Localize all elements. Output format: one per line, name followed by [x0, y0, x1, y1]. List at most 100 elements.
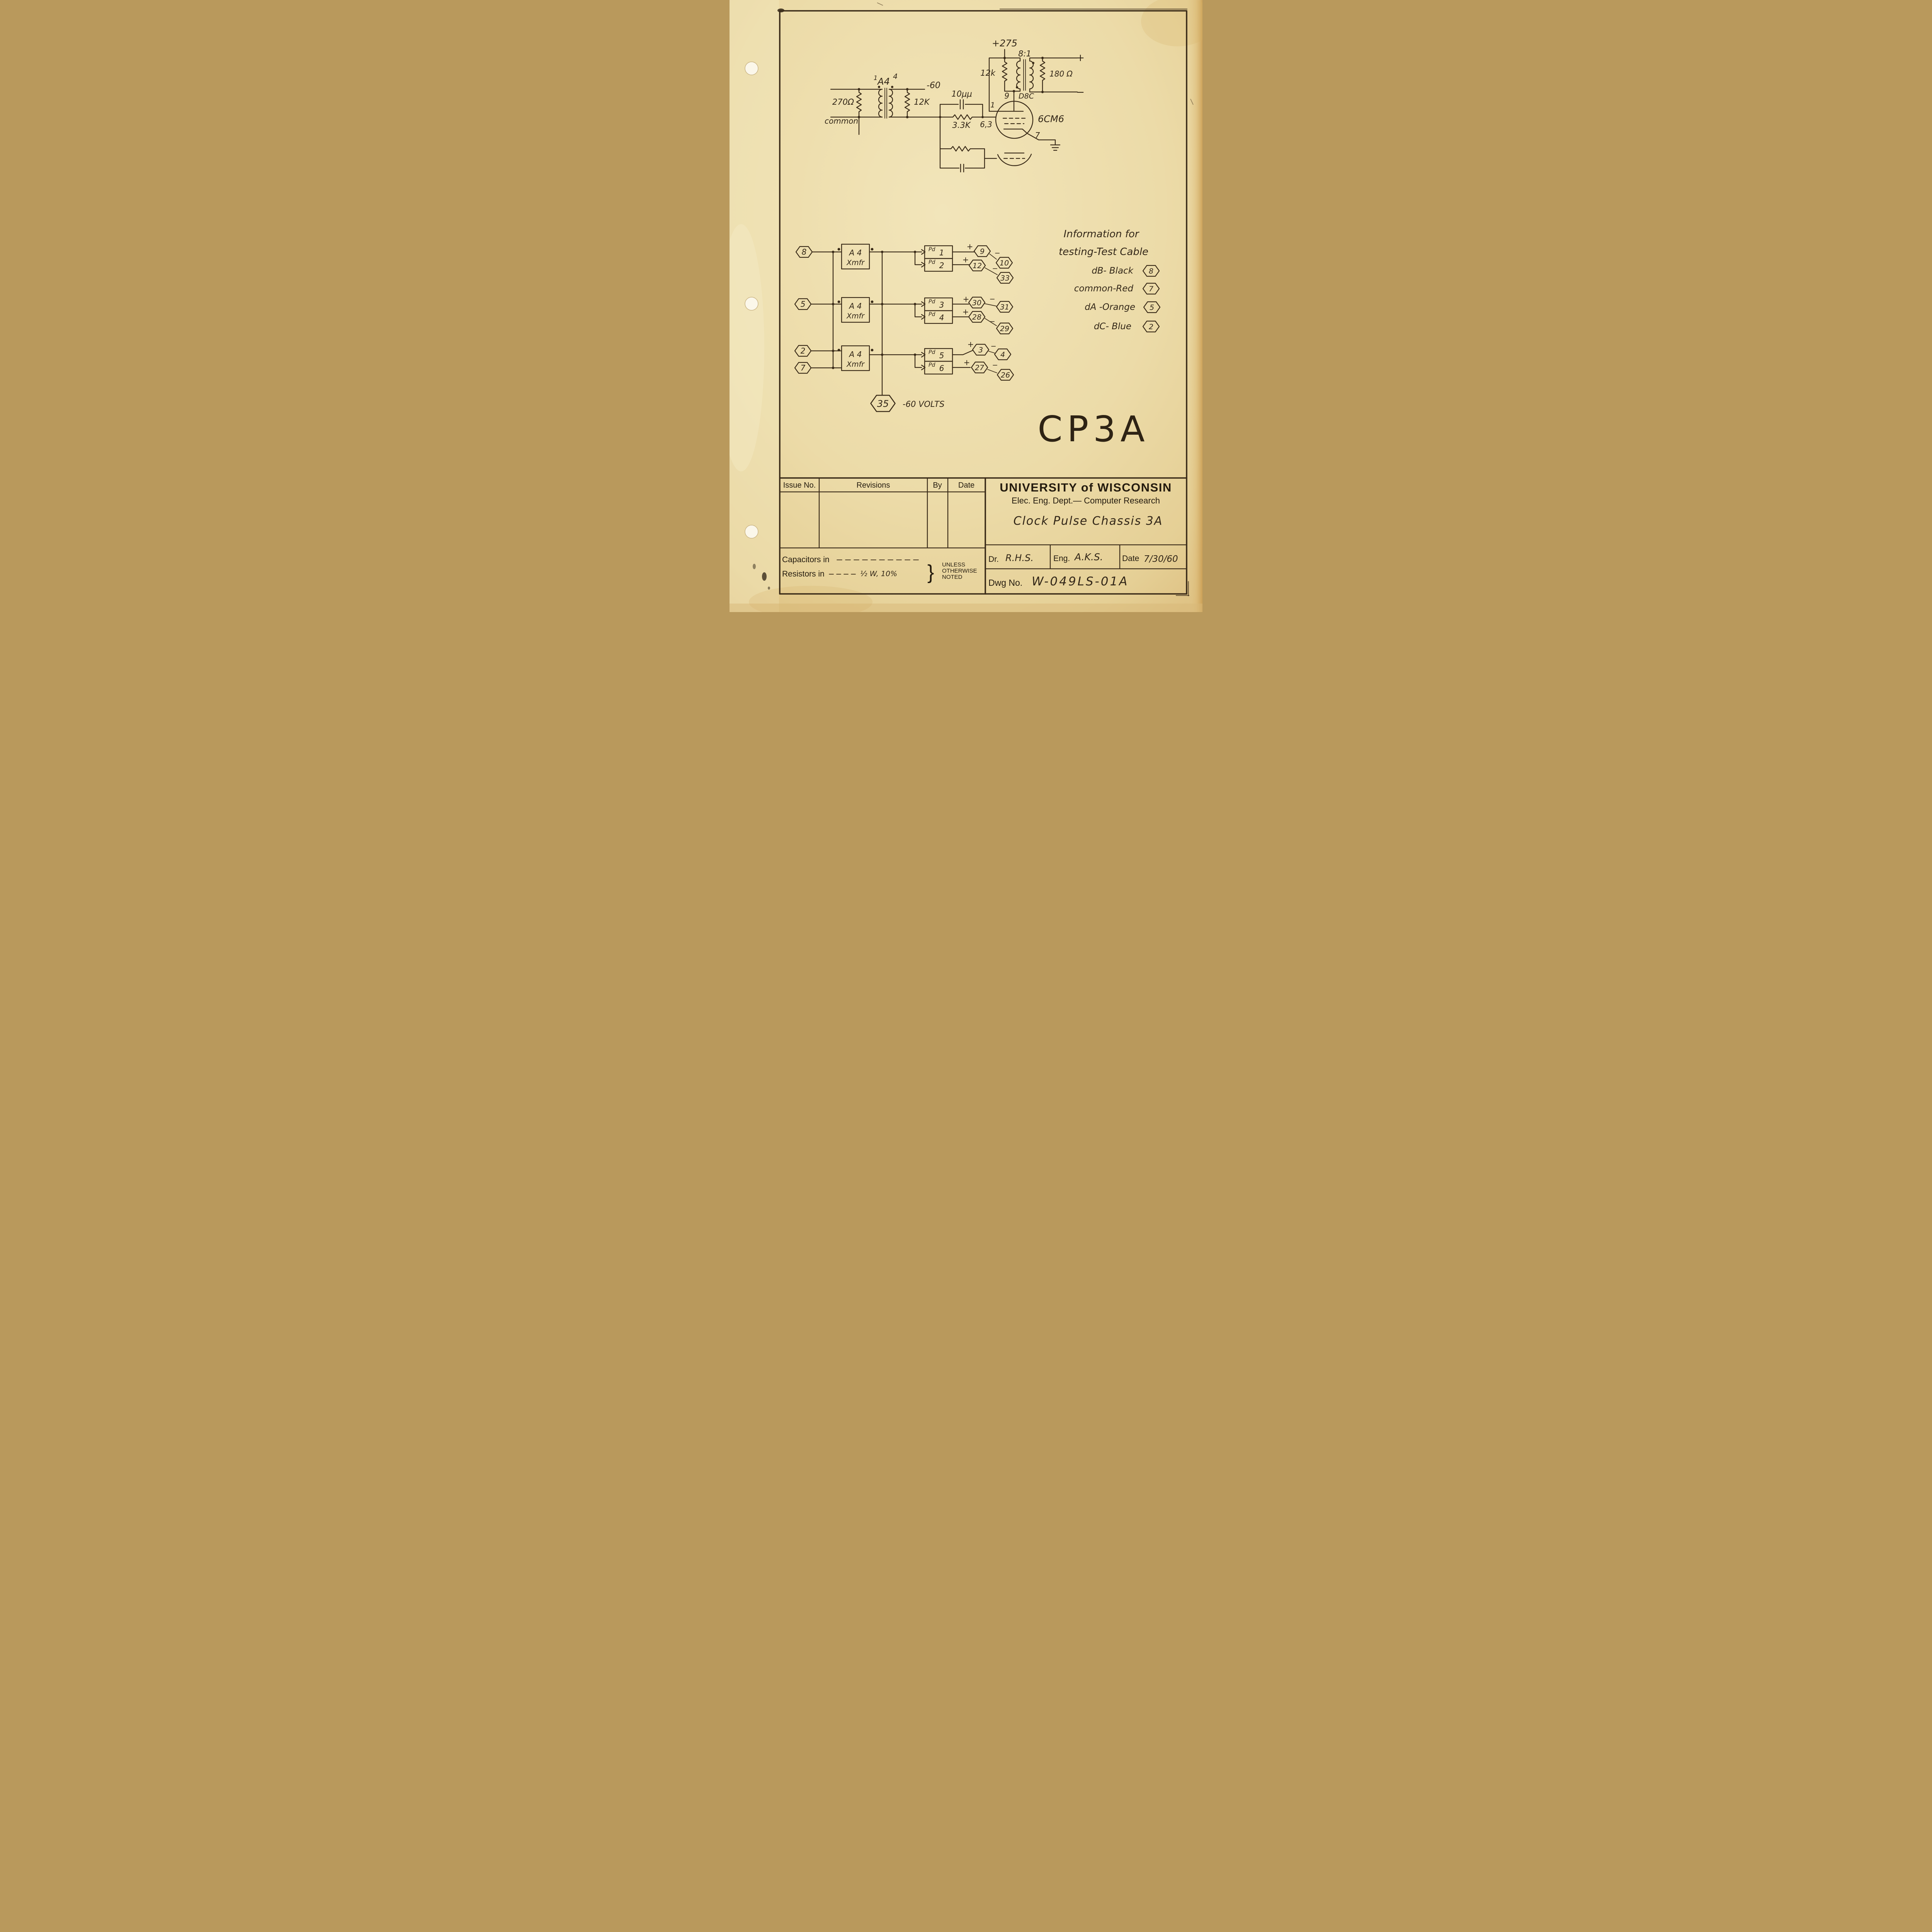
drawing-title: Clock Pulse Chassis 3A [1014, 514, 1163, 528]
resistor-3.3k-label: 3.3K [952, 121, 971, 130]
hex-label: 3 [978, 346, 983, 354]
capacitor-10uu [959, 99, 964, 110]
hex-node-input-5: 5 [794, 298, 812, 310]
output-plus-wire [1029, 57, 1078, 62]
test-info-title-line2: testing-Test Cable [1059, 246, 1148, 258]
polarity-minus: − [994, 249, 1000, 257]
lower-rc-network [939, 116, 997, 173]
punch-hole-bottom [745, 525, 759, 539]
cable-color-da: dA -Orange [1085, 302, 1135, 312]
pd5-number: 5 [939, 351, 944, 360]
xmfr-block-2 [841, 297, 870, 323]
hex-label: 4 [1000, 350, 1005, 359]
polarity-minus: − [992, 361, 998, 369]
drafter-label: Dr. [988, 555, 999, 564]
polarity-plus: + [964, 358, 970, 367]
drafter-initials: R.H.S. [1005, 553, 1034, 563]
hex-node-cable-2: 2 [1142, 320, 1160, 333]
hex-label: 35 [877, 398, 889, 409]
test-info-title-line1: Information for [1064, 228, 1140, 240]
capacitor-10uu-label: 10μμ [951, 89, 972, 99]
polarity-minus: − [992, 265, 998, 273]
engineer-initials: A.K.S. [1074, 551, 1103, 563]
cable-color-dc: dC- Blue [1094, 321, 1131, 332]
xfmr-pin4-label: 4 [893, 72, 898, 81]
punch-hole-middle [745, 297, 759, 311]
pencil-mark [1190, 99, 1194, 105]
primary-winding [878, 88, 883, 118]
brace-glyph: } [927, 561, 934, 583]
wire [1004, 88, 1021, 102]
tube-pin9-label: 9 [1004, 91, 1009, 100]
xmfr3-line2: Xmfr [846, 360, 865, 369]
polarity-plus: + [968, 340, 974, 349]
grid-rc-network: 10μμ 3.3K 6,3 [939, 89, 997, 130]
hex-node-output-27: 27 [971, 361, 988, 374]
polarity-minus: − [989, 295, 995, 303]
hex-node-output-10: 10 [995, 257, 1013, 269]
common-label: common [825, 116, 858, 126]
date-label: Date [1122, 554, 1139, 563]
dwg-no-value: W-049LS-01A [1032, 575, 1129, 588]
hex-label: 8 [1149, 267, 1153, 276]
xmfr-block-1 [841, 243, 870, 270]
resistor-12k-plate [1002, 57, 1008, 92]
wire [988, 351, 995, 354]
pd4-number: 4 [939, 313, 944, 322]
paper-background [730, 0, 1202, 612]
resistor-270 [856, 88, 862, 118]
unless-note: UNLESS [942, 561, 965, 568]
hex-node-output-29: 29 [996, 322, 1014, 335]
hex-node-output-28: 28 [968, 311, 986, 323]
xmfr1-line1: A 4 [849, 248, 862, 257]
otherwise-note: OTHERWISE [942, 568, 977, 574]
polarity-plus: + [963, 307, 969, 316]
xmfr3-line1: A 4 [849, 350, 862, 359]
paper-highlight [730, 224, 764, 471]
hex-node-output-30: 30 [968, 296, 986, 309]
hex-node-input-2: 2 [794, 345, 812, 357]
hex-label: 29 [1000, 325, 1009, 333]
hex-node-cable-7: 7 [1142, 282, 1160, 295]
pd2-number: 2 [939, 261, 944, 270]
schematic-sheet-svg: +275 1 12k 9 D8C 8:1 180 Ω + − [730, 0, 1202, 612]
hex-label: 7 [1149, 285, 1153, 293]
test-cable-info: Information for testing-Test Cable dB- B… [1059, 228, 1161, 333]
wire [914, 251, 922, 265]
wire-to-plate [988, 57, 1006, 112]
hex-node-cable-5: 5 [1143, 301, 1161, 313]
hex-node-output-4: 4 [994, 348, 1012, 361]
polarity-plus: + [963, 294, 969, 304]
primary-leads [830, 88, 883, 118]
title-block: Issue No. Revisions By Date UNIVERSITY o… [779, 477, 1187, 595]
tube-envelope-arc [997, 153, 1032, 166]
chassis-code: CP3A [1037, 408, 1149, 450]
secondary-winding [1029, 60, 1034, 90]
hex-node-output-3: 3 [972, 344, 990, 356]
ink-smudge [768, 587, 770, 590]
wire [985, 303, 997, 306]
hex-node-input-7: 7 [794, 362, 812, 374]
wire [985, 267, 998, 275]
wire [987, 369, 997, 373]
output-minus-wire [1029, 88, 1078, 93]
resistor-lower [939, 146, 985, 152]
wire [939, 104, 983, 118]
tolerance-note: ½ W, 10% [860, 570, 897, 578]
xfmr-pin1-label: 1 [874, 74, 878, 82]
hex-label: 31 [1000, 303, 1009, 311]
capacitor-lower [960, 163, 964, 173]
output-minus-terminal: − [1076, 87, 1085, 98]
hex-label: 30 [972, 299, 981, 307]
pd1-number: 1 [939, 248, 944, 257]
wire [985, 318, 997, 326]
tube-pin1-label: 1 [990, 101, 995, 109]
wire [939, 148, 985, 169]
xmfr2-line1: A 4 [849, 301, 862, 311]
hex-label: 2 [1149, 323, 1153, 331]
pd-tag: Pd [929, 259, 935, 265]
col-revisions: Revisions [857, 481, 890, 490]
engineer-label: Eng. [1053, 554, 1070, 563]
pd-tag: Pd [929, 247, 935, 253]
cable-color-db: dB- Black [1092, 266, 1134, 276]
